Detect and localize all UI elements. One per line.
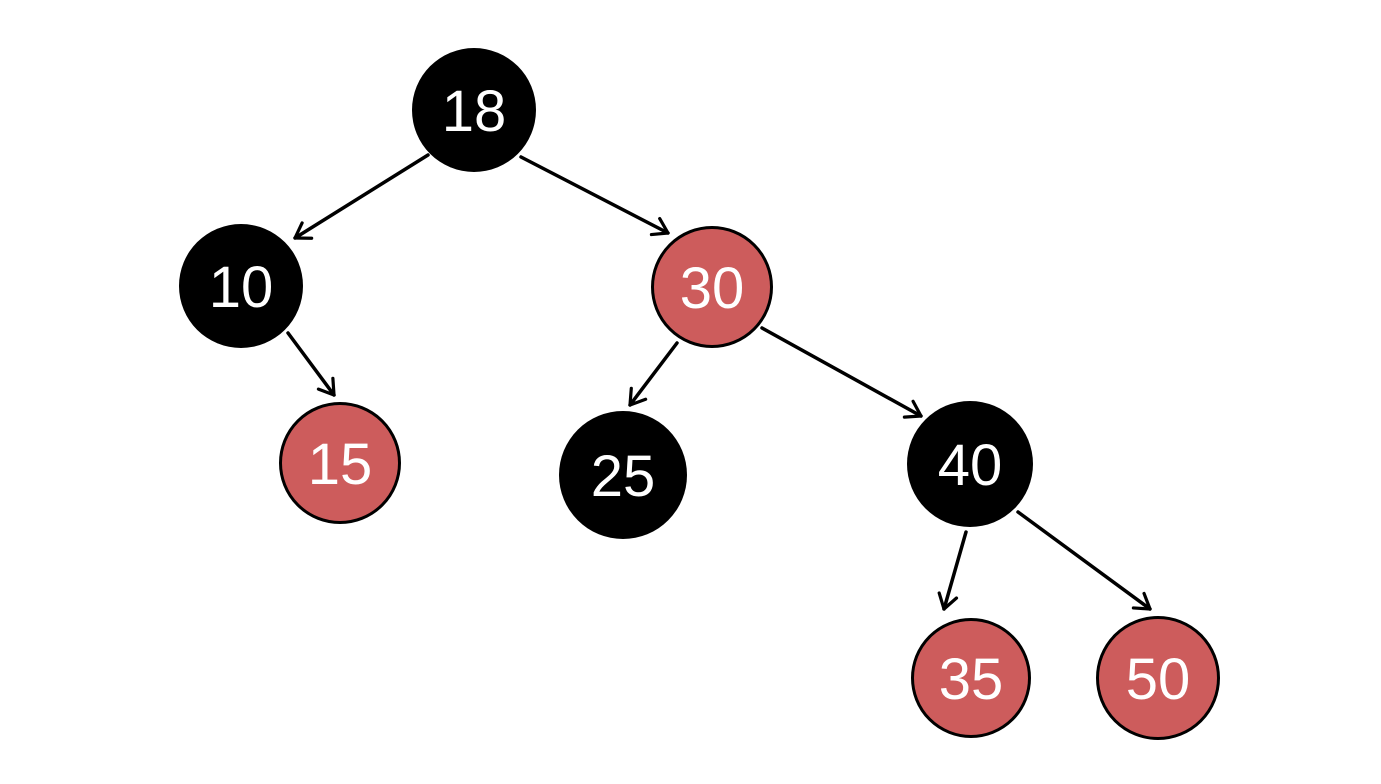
tree-node-label: 15 — [307, 431, 373, 497]
tree-node-label: 50 — [1125, 646, 1191, 712]
tree-node-25: 25 — [559, 411, 687, 539]
tree-node-40: 40 — [907, 401, 1033, 527]
tree-edge-30-to-25 — [628, 341, 679, 407]
tree-node-18: 18 — [412, 48, 536, 172]
tree-edge-18-to-30 — [519, 155, 670, 237]
tree-node-label: 25 — [590, 443, 656, 509]
tree-node-label: 18 — [441, 78, 507, 144]
tree-node-label: 40 — [937, 432, 1003, 498]
tree-node-10: 10 — [179, 224, 303, 348]
tree-edge-18-to-10 — [293, 153, 430, 240]
tree-node-30: 30 — [651, 226, 773, 348]
tree-node-label: 10 — [208, 254, 274, 320]
tree-node-label: 35 — [938, 646, 1004, 712]
tree-node-label: 30 — [679, 255, 745, 321]
tree-node-50: 50 — [1096, 616, 1220, 740]
tree-edge-40-to-35 — [937, 530, 968, 611]
tree-node-15: 15 — [279, 402, 401, 524]
tree-node-35: 35 — [911, 618, 1031, 738]
tree-edge-10-to-15 — [286, 331, 336, 397]
tree-edge-30-to-40 — [760, 326, 923, 419]
tree-edge-40-to-50 — [1016, 510, 1152, 611]
